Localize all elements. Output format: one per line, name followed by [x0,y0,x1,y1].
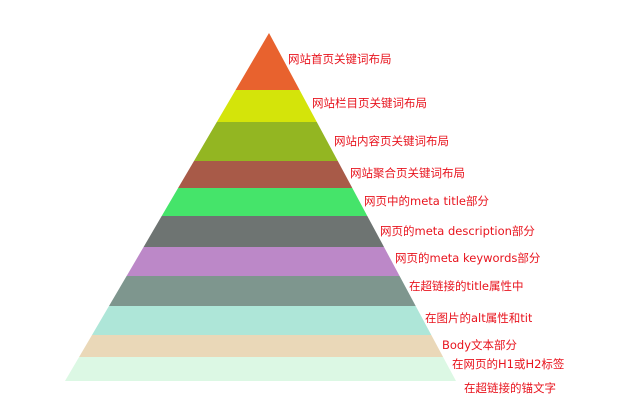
tier-label-8: 在超链接的title属性中 [409,279,524,293]
pyramid-band-6 [143,216,384,247]
tier-label-12: 在超链接的锚文字 [464,381,556,395]
tier-label-7: 网页的meta keywords部分 [395,251,541,265]
pyramid-band-11 [65,357,456,381]
pyramid-band-10 [79,335,444,357]
tier-label-1: 网站首页关键词布局 [288,52,392,66]
tier-label-4: 网站聚合页关键词布局 [350,166,465,180]
pyramid-band-4 [178,161,353,188]
pyramid-band-9 [92,306,432,335]
pyramid-band-3 [194,122,338,161]
tier-label-6: 网页的meta description部分 [380,224,535,238]
tier-label-5: 网页中的meta title部分 [364,194,489,208]
pyramid-band-8 [109,276,416,306]
pyramid-band-7 [126,247,400,276]
pyramid-band-2 [216,90,317,122]
pyramid-band-1 [235,33,300,90]
tier-label-2: 网站栏目页关键词布局 [312,96,427,110]
tier-label-10: Body文本部分 [442,338,518,352]
pyramid-band-5 [161,188,368,216]
tier-label-11: 在网页的H1或H2标签 [452,357,565,371]
tier-label-9: 在图片的alt属性和tit [425,311,533,325]
tier-label-3: 网站内容页关键词布局 [334,134,449,148]
